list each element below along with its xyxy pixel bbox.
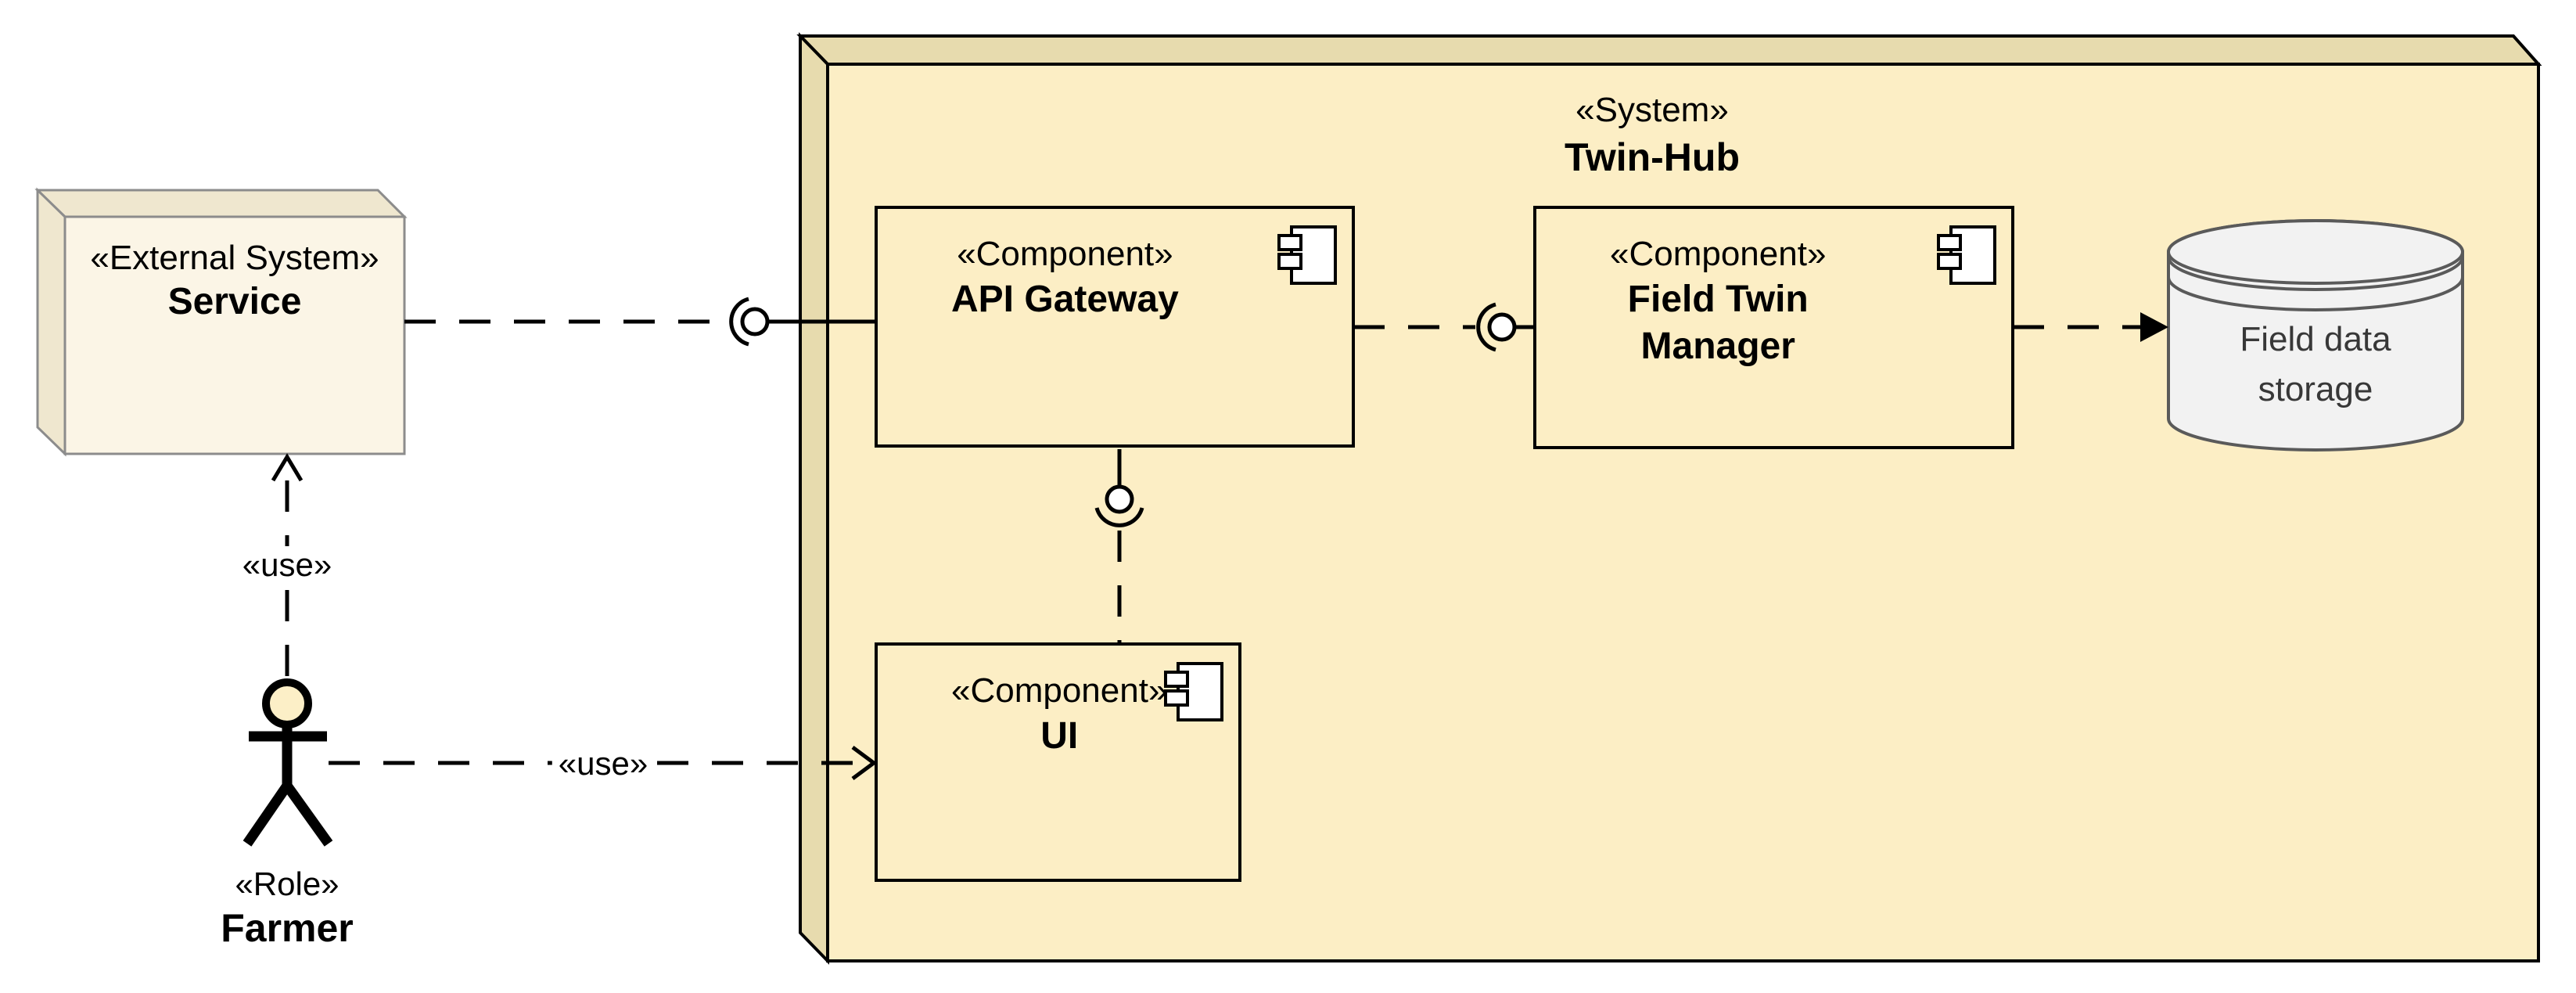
component-name-line1: Field Twin bbox=[1627, 279, 1809, 320]
component-field-twin-manager-label: «Component» Field Twin Manager bbox=[1610, 232, 1826, 370]
component-name: UI bbox=[1040, 715, 1079, 757]
storage-cylinder-top bbox=[2167, 219, 2464, 285]
external-system-front-face bbox=[63, 215, 406, 455]
ball-interface-icon bbox=[1105, 484, 1134, 514]
component-api-gateway: «Component» API Gateway bbox=[875, 206, 1355, 448]
component-icon bbox=[1277, 225, 1337, 285]
component-ui: «Component» UI bbox=[875, 642, 1241, 882]
external-system-top-face bbox=[34, 189, 408, 218]
use-label-horizontal: «use» bbox=[551, 745, 655, 783]
component-ui-label: «Component» UI bbox=[951, 669, 1167, 760]
connector-apigateway-fieldtwinmanager bbox=[1353, 302, 1535, 352]
component-icon-tab bbox=[1937, 253, 1962, 270]
component-field-twin-manager: «Component» Field Twin Manager bbox=[1533, 206, 2014, 449]
component-icon bbox=[1164, 662, 1223, 721]
storage-label: Field data storage bbox=[2168, 315, 2463, 415]
system-title: «System» Twin-Hub bbox=[800, 88, 2504, 182]
open-arrowhead-right bbox=[851, 745, 878, 781]
connector-farmer-ui bbox=[329, 745, 878, 781]
actor-head bbox=[262, 678, 312, 729]
socket-icon bbox=[1476, 302, 1496, 352]
ball-interface-icon bbox=[740, 307, 770, 336]
storage-cylinder-rim-1 bbox=[2167, 256, 2464, 291]
external-system-left-face bbox=[36, 187, 66, 457]
storage-cylinder bbox=[2167, 219, 2464, 452]
connector-service-apigateway bbox=[404, 297, 876, 347]
socket-icon bbox=[729, 297, 749, 347]
component-icon-tab bbox=[1164, 689, 1189, 707]
component-stereotype: «Component» bbox=[957, 235, 1173, 273]
component-stereotype: «Component» bbox=[951, 671, 1168, 710]
external-system-stereotype: «External System» bbox=[90, 239, 379, 277]
solid-arrowhead-right bbox=[2140, 312, 2168, 342]
ball-interface-icon bbox=[1487, 312, 1517, 342]
component-api-gateway-label: «Component» API Gateway bbox=[951, 232, 1179, 323]
component-icon-tab bbox=[1937, 234, 1962, 251]
component-icon bbox=[1937, 225, 1996, 285]
socket-icon bbox=[1094, 507, 1144, 527]
component-icon-tab bbox=[1164, 671, 1189, 688]
actor-stereotype: «Role» bbox=[235, 865, 340, 902]
external-system-label: «External System» Service bbox=[65, 237, 404, 325]
storage-cylinder-rim-2 bbox=[2167, 276, 2464, 311]
storage-name-line2: storage bbox=[2258, 370, 2373, 408]
actor-name: Farmer bbox=[221, 906, 354, 950]
external-system-name: Service bbox=[167, 281, 302, 322]
component-icon-tab bbox=[1277, 253, 1302, 270]
system-stereotype: «System» bbox=[1575, 91, 1729, 129]
connector-ftm-storage bbox=[2013, 312, 2168, 342]
open-arrowhead-up bbox=[271, 453, 304, 482]
component-icon-tab bbox=[1277, 234, 1302, 251]
connector-apigateway-ui bbox=[1094, 449, 1144, 642]
actor-figure bbox=[243, 678, 333, 847]
system-name: Twin-Hub bbox=[1565, 135, 1740, 179]
component-stereotype: «Component» bbox=[1610, 235, 1827, 273]
system-top-face bbox=[796, 34, 2542, 66]
use-label-vertical: «use» bbox=[235, 546, 339, 584]
storage-name-line1: Field data bbox=[2240, 320, 2391, 358]
external-system-node bbox=[34, 187, 408, 457]
actor-label: «Role» Farmer bbox=[170, 864, 404, 952]
actor-left-leg bbox=[243, 783, 292, 847]
actor-right-leg bbox=[282, 783, 333, 847]
component-name-line2: Manager bbox=[1640, 326, 1795, 367]
component-name: API Gateway bbox=[951, 279, 1179, 320]
connector-farmer-service bbox=[271, 453, 304, 678]
